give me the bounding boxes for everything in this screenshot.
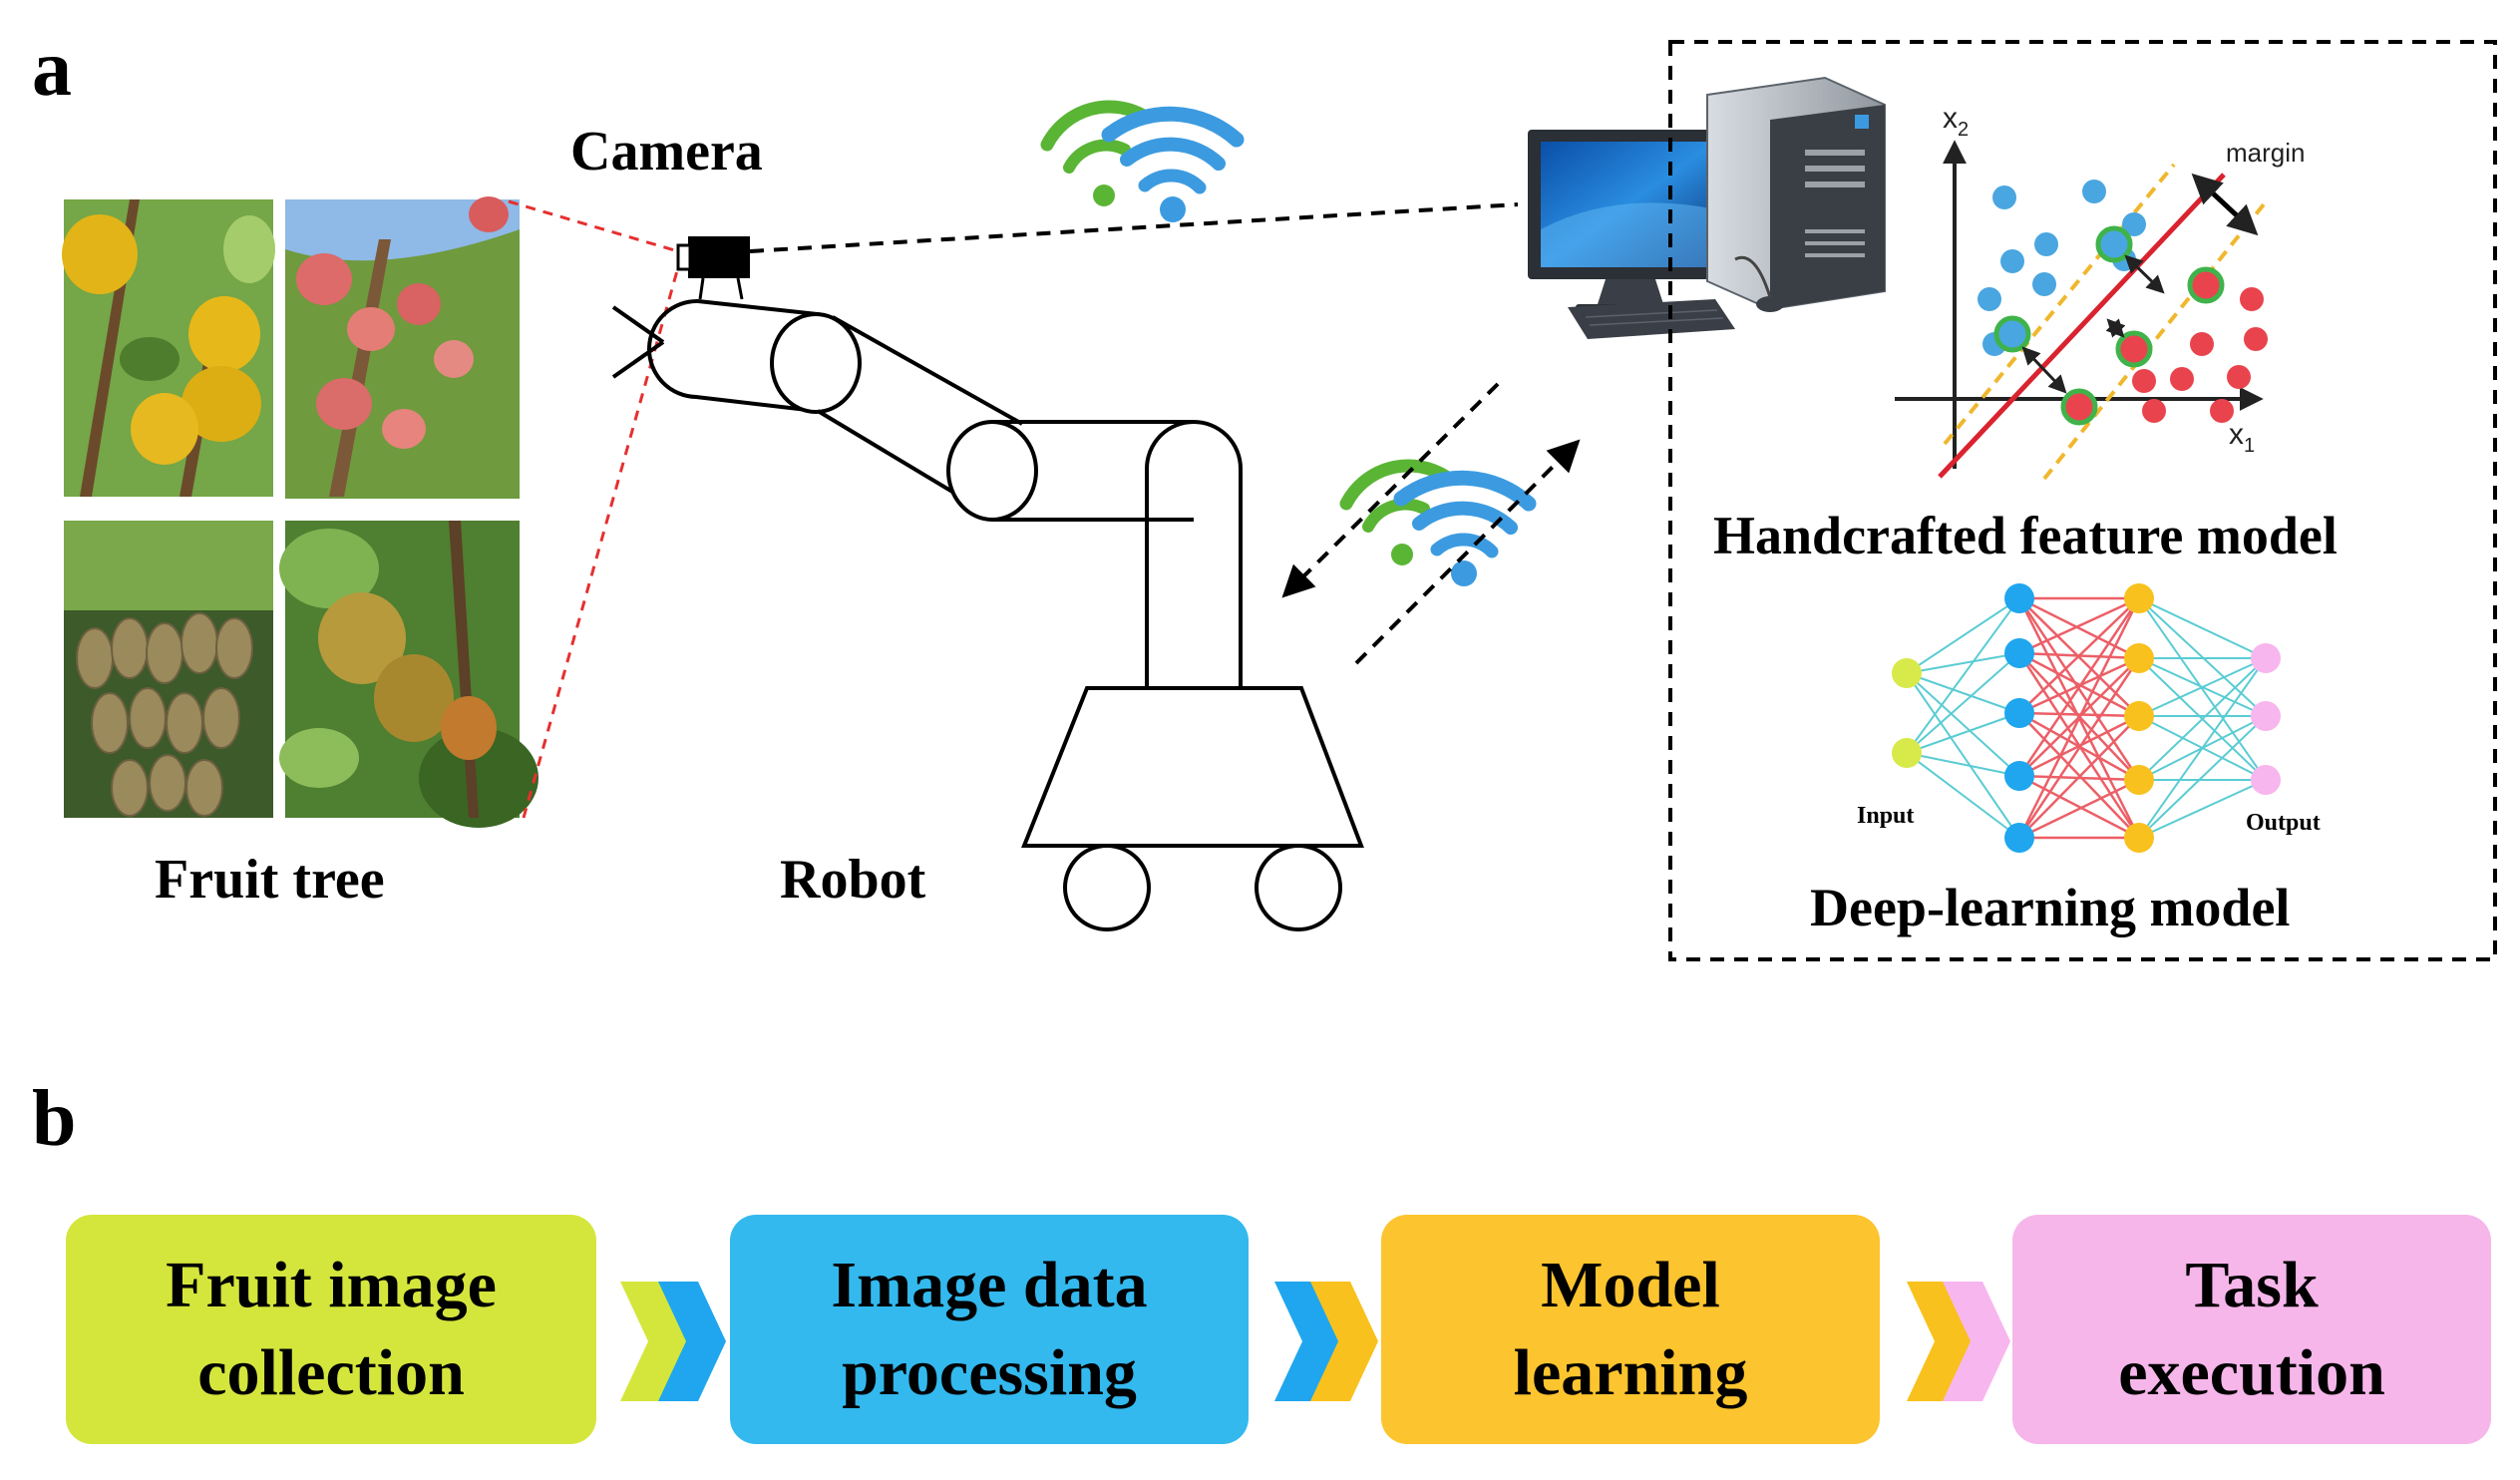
robot-caption: Robot (780, 849, 926, 911)
step-3-label: Model learning (1513, 1249, 1748, 1409)
step-image-data-processing: Image data processing (730, 1215, 1249, 1444)
step-1-label: Fruit image collection (166, 1249, 497, 1409)
neural-network: Input Output (1857, 583, 2321, 853)
svm-hyperplane (1938, 173, 2226, 479)
wifi-icon-bottom (1339, 459, 1537, 586)
wifi-icon-top (1040, 100, 1245, 222)
svm-plot: x2 x1 margin (1895, 102, 2305, 481)
svm-margin-label: margin (2226, 138, 2305, 168)
model-box (1668, 40, 2497, 961)
nn-output-label: Output (2246, 810, 2321, 836)
photo-yellow-fruit (62, 199, 275, 497)
fruit-tree-caption: Fruit tree (155, 849, 385, 911)
flow-chevrons (620, 1282, 2010, 1401)
step-4-label: Task execution (2118, 1249, 2385, 1409)
panel-b-label: b (32, 1075, 77, 1163)
step-2-label: Image data processing (831, 1249, 1148, 1409)
step-fruit-image-collection: Fruit image collection (66, 1215, 596, 1444)
step-task-execution: Task execution (2012, 1215, 2491, 1444)
robot-arm (611, 298, 1364, 931)
panel-a-label: a (32, 25, 72, 113)
svm-y-axis-label: x2 (1943, 102, 1969, 141)
chevron-1b (658, 1282, 726, 1401)
camera-view-lines (508, 199, 680, 819)
step-model-learning: Model learning (1381, 1215, 1880, 1444)
data-exchange-arrows (1281, 382, 1581, 665)
handcrafted-model-caption: Handcrafted feature model (1713, 506, 2338, 565)
chevron-3b (1943, 1282, 2010, 1401)
nn-input-label: Input (1857, 803, 1914, 829)
deep-learning-model-caption: Deep-learning model (1810, 878, 2290, 937)
computer-icon (1528, 76, 1886, 339)
photo-apples (285, 196, 520, 499)
fruit-photo-grid (62, 196, 539, 828)
photo-kiwis (64, 521, 273, 818)
camera-icon (676, 236, 750, 300)
photo-pears (279, 521, 539, 828)
camera-caption: Camera (570, 121, 763, 183)
camera-link-line (749, 202, 1519, 253)
svm-x-axis-label: x1 (2229, 418, 2255, 457)
chevron-2b (1310, 1282, 1378, 1401)
